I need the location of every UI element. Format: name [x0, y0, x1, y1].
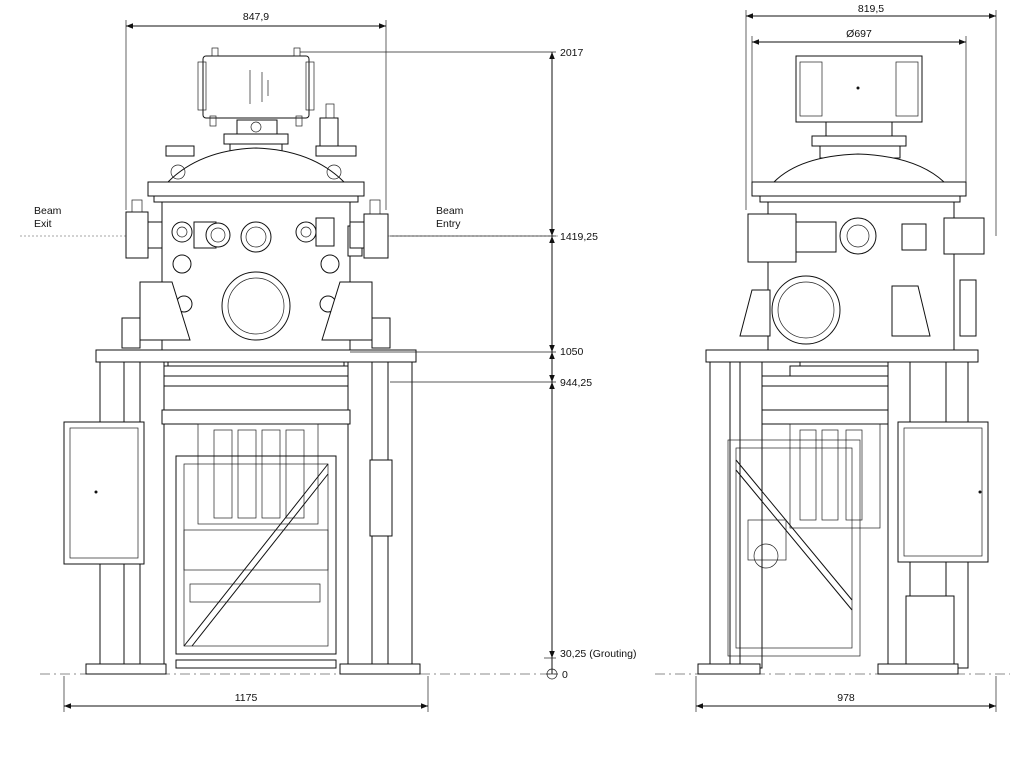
side-chamber-body	[739, 201, 985, 353]
dim-h-beam-label: 1419,25	[560, 231, 598, 243]
beam-entry-label-2: Entry	[436, 218, 461, 230]
beam-exit-valve	[125, 199, 163, 259]
dim-base-width: 1175	[63, 676, 429, 712]
dim-h-zero-label: 0	[562, 669, 568, 681]
side-actuator-box	[795, 55, 923, 159]
dim-heights: 2017 1419,25 1050 944,25 30,25 (Grouting…	[300, 47, 636, 681]
dim-side-base-width-label: 978	[837, 692, 855, 704]
side-box-right	[369, 459, 393, 537]
side-view: 819,5 Ø697 978	[655, 3, 1010, 712]
dim-h-top-label: 2017	[560, 47, 584, 59]
top-flange-plate	[147, 181, 365, 197]
electrical-cabinet-left	[63, 421, 145, 565]
dim-h-flange-label: 1050	[560, 346, 584, 358]
dim-h-frame-label: 944,25	[560, 377, 592, 389]
dim-side-base-width: 978	[695, 676, 997, 712]
top-actuator-box	[197, 47, 315, 127]
chamber-body	[139, 201, 373, 353]
beam-entry-valve	[349, 199, 389, 259]
electrical-cabinet-right	[897, 421, 989, 563]
chamber-dome	[166, 147, 346, 183]
dim-diameter-label: Ø697	[846, 28, 872, 40]
beam-exit-label-1: Beam	[34, 205, 62, 217]
dim-top-width: 847,9	[125, 11, 387, 210]
dim-side-top-width-label: 819,5	[858, 3, 884, 15]
side-dome	[772, 153, 946, 183]
dim-diameter: Ø697	[751, 28, 967, 182]
side-top-flange	[751, 181, 967, 197]
front-view: 847,9 1175 2017 1	[20, 11, 636, 712]
dim-top-width-label: 847,9	[243, 11, 269, 23]
dim-base-width-label: 1175	[235, 692, 258, 704]
dim-side-top-width: 819,5	[745, 3, 997, 236]
dim-h-grout-label: 30,25 (Grouting)	[560, 648, 636, 660]
beam-entry-label-1: Beam	[436, 205, 464, 217]
beam-exit-label-2: Exit	[34, 218, 52, 230]
